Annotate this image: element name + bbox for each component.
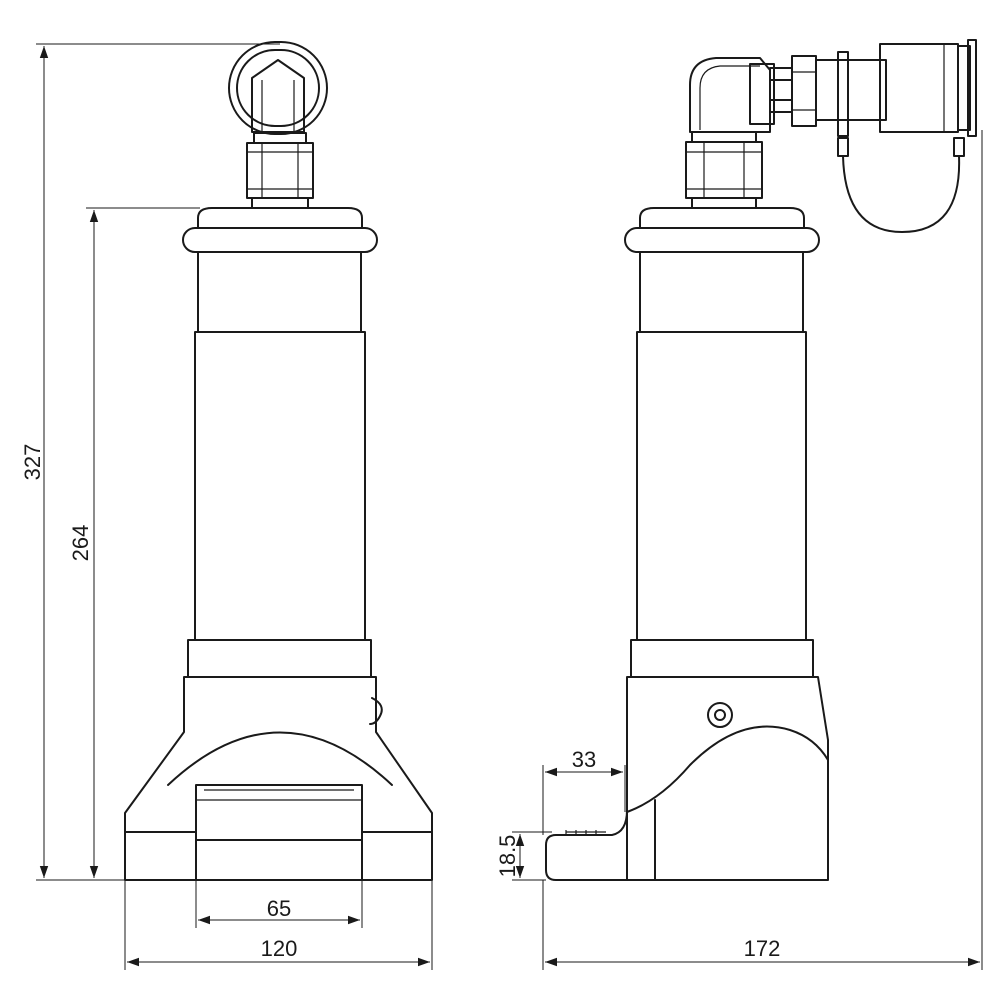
side-quick-coupler: [791, 39, 977, 137]
dim-side-depth-label: 172: [744, 936, 781, 961]
front-hex-fitting: [246, 132, 314, 209]
side-hex-fitting: [685, 131, 763, 209]
dimension-lines: [36, 43, 983, 970]
side-dust-cap-chain: [837, 137, 965, 233]
dim-toe-height-label: 18.5: [495, 835, 520, 878]
front-cylinder-body: [182, 207, 378, 678]
side-view: [545, 39, 977, 881]
front-base: [124, 676, 433, 881]
front-swivel-coupler: [228, 41, 328, 135]
dim-slot-width-label: 65: [267, 896, 291, 921]
side-pin-inner: [714, 709, 726, 721]
dim-body-height-label: 264: [68, 525, 93, 562]
side-cylinder-body: [624, 207, 820, 678]
dim-base-width-label: 120: [261, 936, 298, 961]
dim-total-height-label: 327: [20, 444, 45, 481]
side-elbow: [689, 57, 793, 133]
front-view: [124, 41, 433, 881]
side-base: [545, 676, 829, 881]
side-pin-outer: [707, 702, 733, 728]
dim-toe-length-label: 33: [572, 747, 596, 772]
